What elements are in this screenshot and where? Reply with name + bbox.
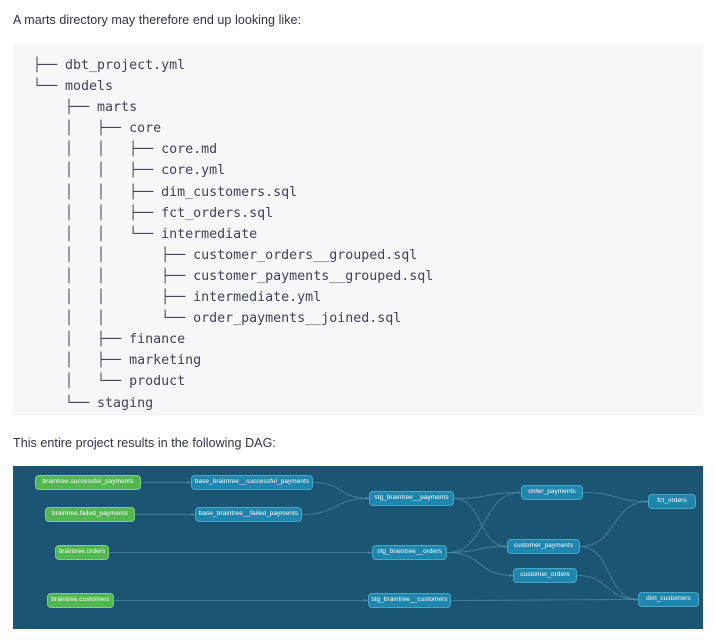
dag-node-stg_braintree__orders[interactable]: stg_braintree__orders (372, 545, 447, 560)
dag-node-stg_braintree__customers[interactable]: stg_braintree__customers (368, 593, 451, 608)
tree-line: │ ├── marketing (33, 353, 202, 369)
dag-node-stg_braintree__payments[interactable]: stg_braintree__payments (369, 491, 454, 506)
tree-line: │ │ └── intermediate (33, 226, 258, 242)
dag-edge-stg_braintree__customers-to-dim_customers (450, 598, 639, 601)
dag-node-fct_orders[interactable]: fct_orders (648, 494, 696, 509)
dag-node-base_braintree__successful_payments[interactable]: base_braintree__successful_payments (191, 475, 313, 490)
dag-edge-stg_braintree__orders-to-customer_payments (446, 545, 508, 553)
dag-node-braintree_customers[interactable]: braintree.customers (47, 593, 114, 608)
dag-node-braintree_orders[interactable]: braintree.orders (55, 545, 109, 560)
tree-line: │ ├── core (33, 121, 162, 137)
dag-node-order_payments[interactable]: order_payments (521, 485, 583, 500)
tree-line: │ └── product (33, 374, 186, 390)
tree-line: │ ├── finance (33, 332, 186, 348)
tree-line: │ │ ├── core.yml (33, 163, 226, 179)
dag-node-dim_customers[interactable]: dim_customers (638, 592, 699, 607)
dag-edges-layer (109, 481, 649, 602)
intro-paragraph: A marts directory may therefore end up l… (13, 13, 302, 27)
dag-edge-customer_orders-to-dim_customers (576, 575, 639, 601)
tree-line: └── staging (33, 395, 154, 411)
dag-edge-stg_braintree__payments-to-order_payments (453, 491, 522, 499)
tree-line: │ │ ├── customer_orders__grouped.sql (33, 247, 418, 263)
dag-edge-customer_payments-to-fct_orders (579, 500, 649, 547)
dag-node-braintree_successful_payments[interactable]: braintree.successful_payments (35, 475, 141, 490)
tree-line: │ │ ├── core.md (33, 142, 218, 158)
dag-edge-order_payments-to-fct_orders (582, 492, 649, 503)
dag-edge-customer_payments-to-dim_customers (579, 546, 639, 601)
tree-line: │ │ ├── intermediate.yml (33, 290, 322, 306)
dag-edge-base_braintree__successful_payments-to-stg_braintree__payments (312, 482, 370, 500)
dag-panel[interactable]: braintree.successful_payments braintree.f… (13, 466, 703, 629)
dag-node-customer_orders[interactable]: customer_orders (513, 568, 577, 583)
tree-line: ├── dbt_project.yml (33, 58, 186, 73)
tree-line: ├── marts (33, 100, 138, 116)
dag-intro-paragraph: This entire project results in the follo… (13, 436, 276, 450)
dag-edge-stg_braintree__payments-to-customer_payments (453, 498, 508, 548)
dag-node-customer_payments[interactable]: customer_payments (507, 539, 580, 554)
tree-line: │ │ ├── fct_orders.sql (33, 205, 274, 221)
directory-tree-text: ├── dbt_project.yml└── models ├── marts … (33, 55, 703, 414)
tree-line: │ │ ├── dim_customers.sql (33, 184, 298, 200)
tree-line: │ │ └── order_payments__joined.sql (33, 311, 402, 327)
tree-line: └── models (33, 79, 114, 95)
dag-edge-base_braintree__failed_payments-to-stg_braintree__payments (301, 497, 370, 515)
dag-edge-stg_braintree__orders-to-order_payments (446, 491, 522, 553)
directory-tree-code-block: ├── dbt_project.yml└── models ├── marts … (13, 44, 703, 415)
tree-line: │ │ ├── customer_payments__grouped.sql (33, 268, 434, 284)
dag-edge-stg_braintree__orders-to-customer_orders (446, 552, 514, 577)
dag-node-base_braintree__failed_payments[interactable]: base_braintree__failed_payments (195, 507, 302, 522)
dag-node-braintree_failed_payments[interactable]: braintree.failed_payments (45, 507, 135, 522)
